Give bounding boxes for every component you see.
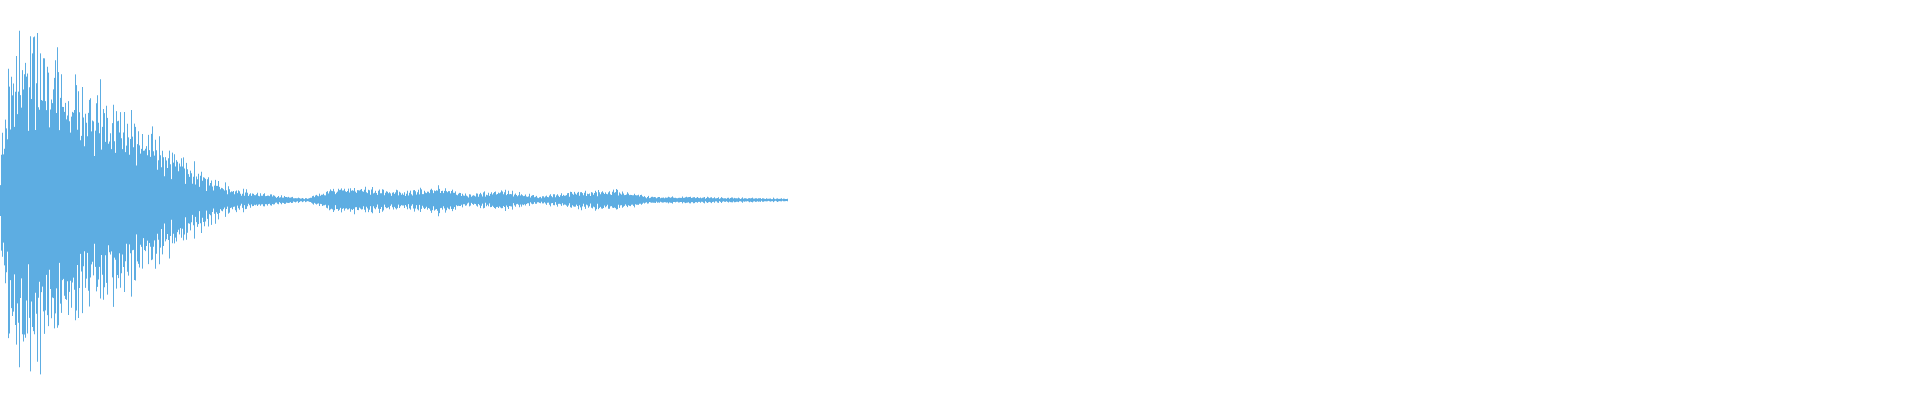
waveform-strokes bbox=[0, 30, 788, 375]
waveform-signal bbox=[0, 30, 788, 375]
